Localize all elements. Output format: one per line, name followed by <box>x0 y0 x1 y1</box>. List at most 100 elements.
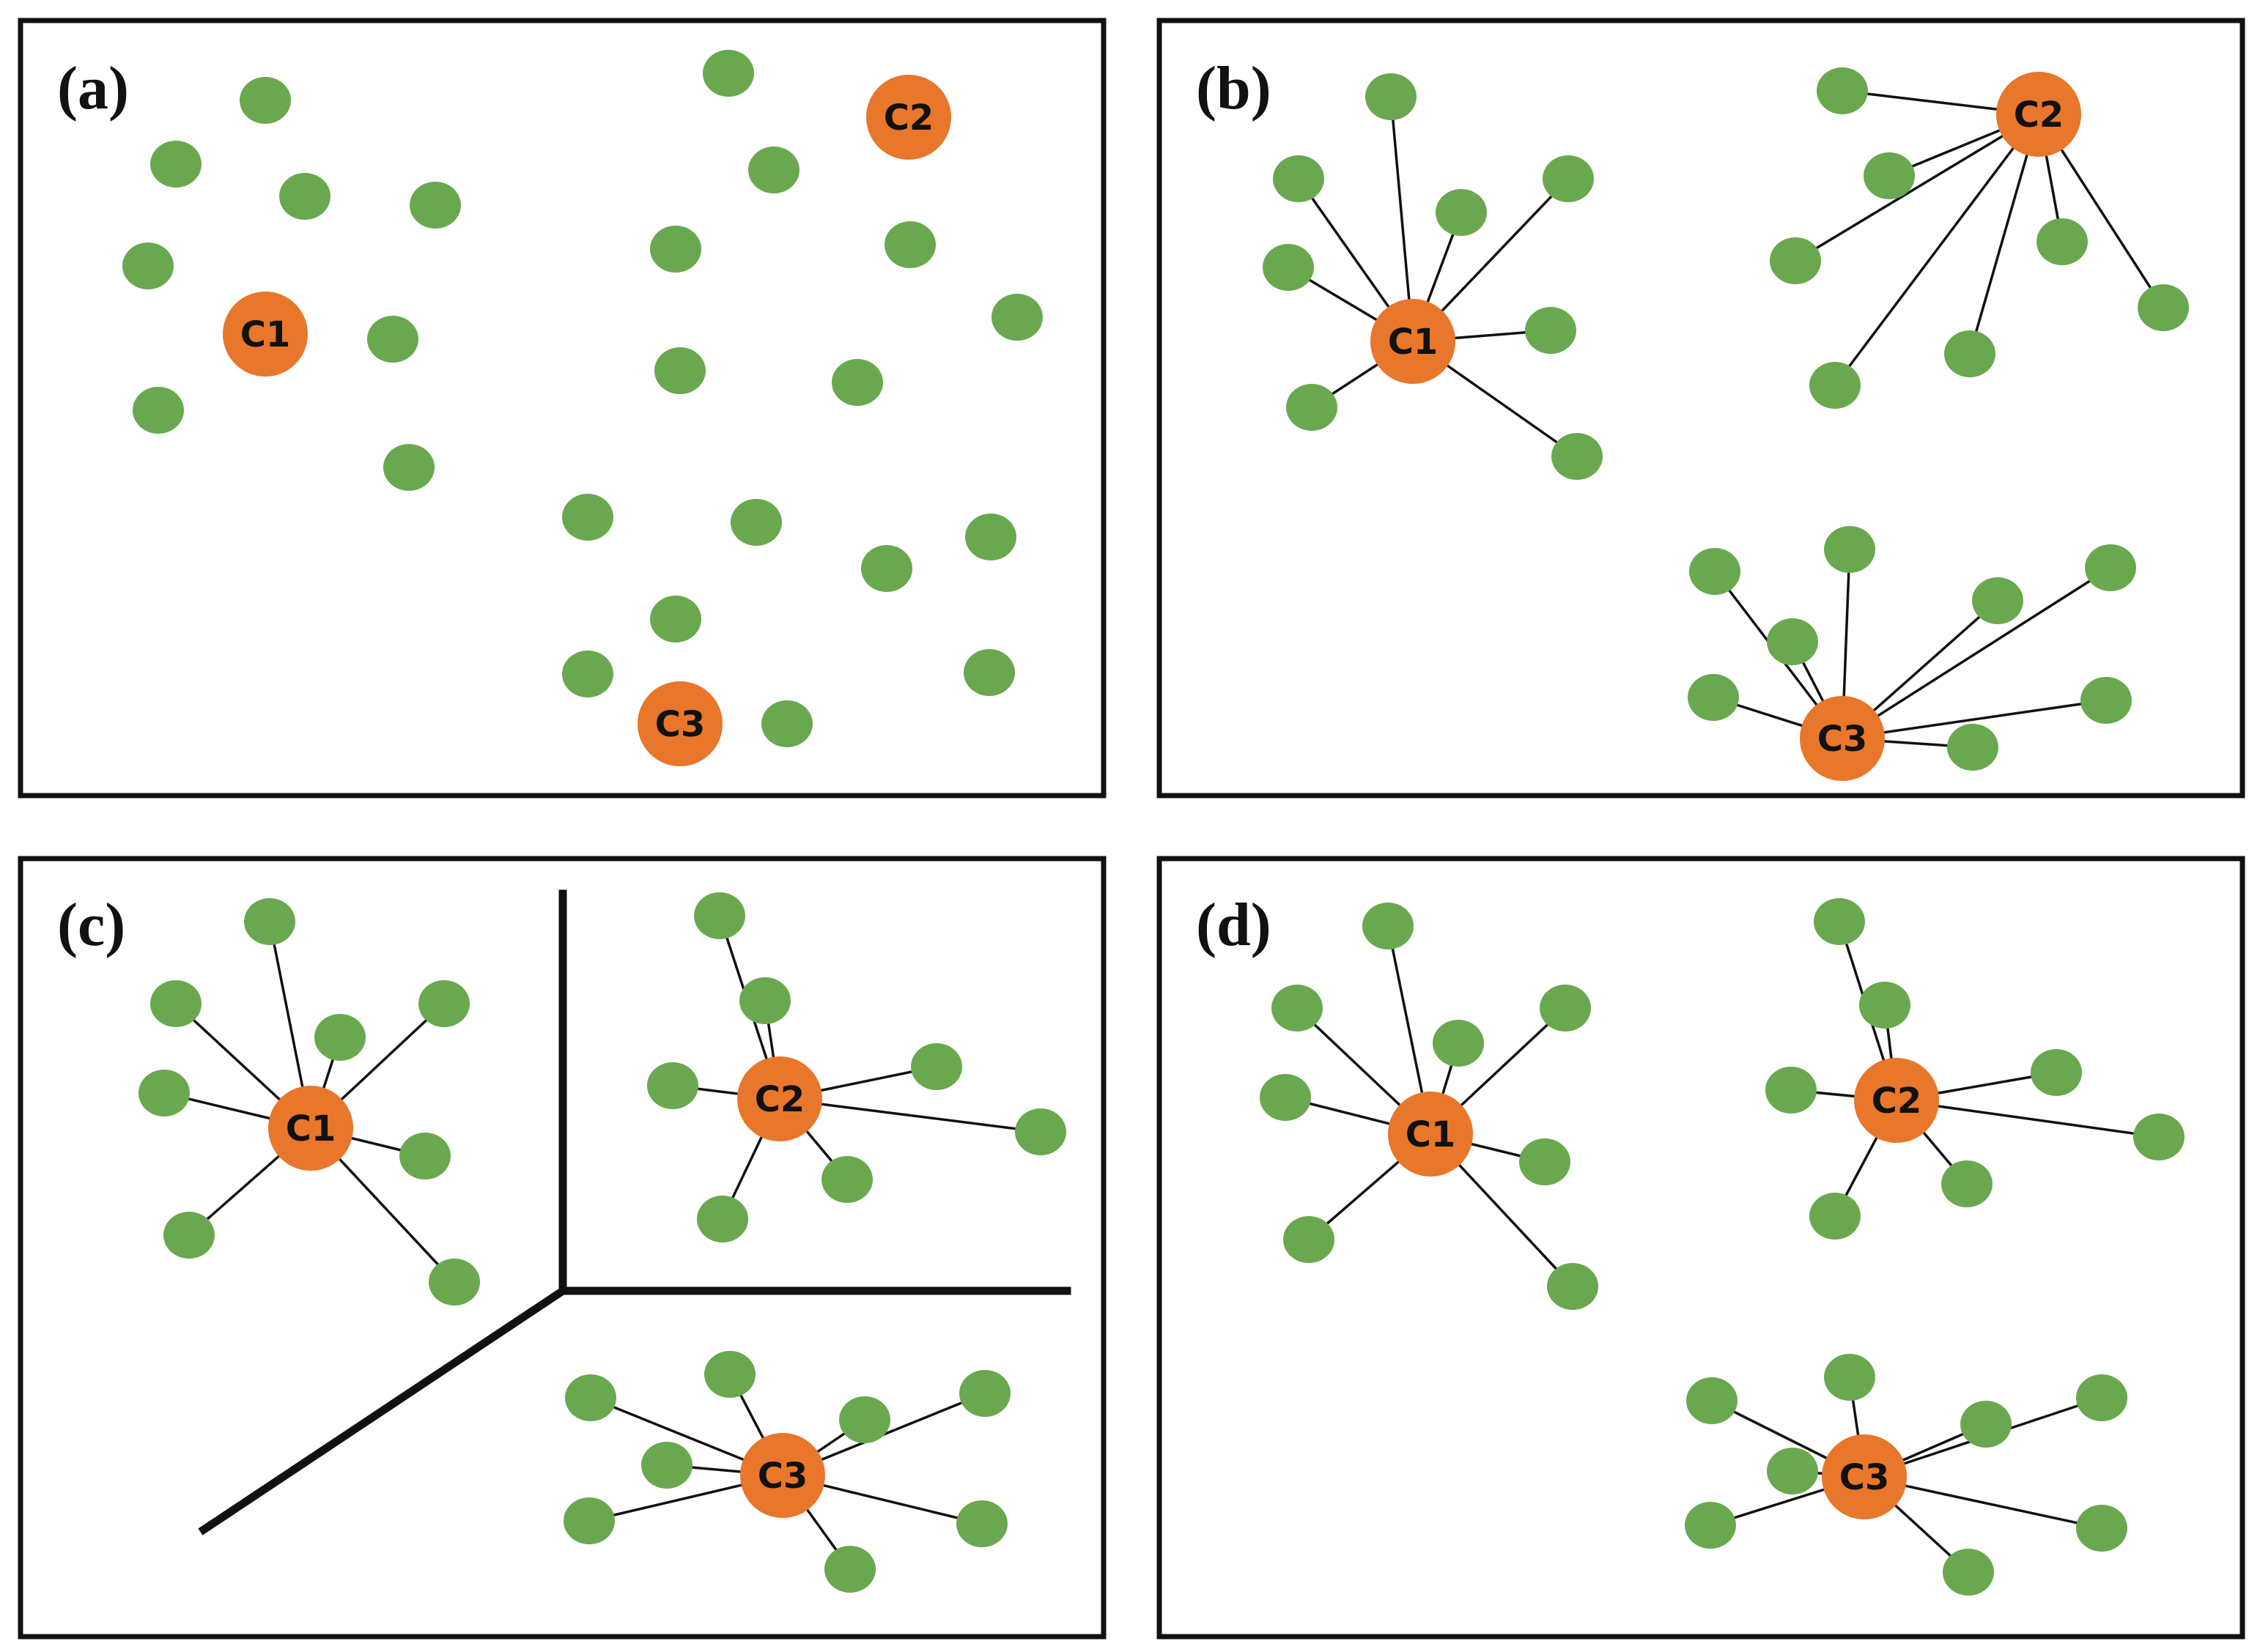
data-point <box>861 545 912 592</box>
data-point <box>383 444 435 491</box>
data-point <box>1947 724 1998 771</box>
data-point <box>956 1500 1008 1547</box>
data-point <box>367 316 418 363</box>
data-point <box>1859 982 1910 1029</box>
panel-b-label: (b) <box>1196 54 1271 122</box>
data-point <box>1941 1160 1993 1207</box>
centroid-label: C2 <box>2014 95 2064 136</box>
centroid-c3 <box>1822 1434 1907 1519</box>
centroid-label: C2 <box>755 1079 805 1120</box>
data-point <box>418 980 470 1027</box>
panel-a-label: (a) <box>57 54 129 122</box>
data-point <box>1365 73 1417 120</box>
data-point <box>1809 362 1861 409</box>
data-point <box>1286 384 1337 431</box>
cluster-edge <box>1895 1099 2160 1138</box>
panel-c-cluster-boundaries <box>198 889 1071 1536</box>
data-point <box>562 651 613 697</box>
data-point <box>410 182 461 229</box>
centroid-label: C1 <box>286 1108 336 1149</box>
data-point <box>1685 1502 1736 1549</box>
centroid-label: C1 <box>1406 1114 1456 1155</box>
data-point <box>1770 237 1821 284</box>
data-point <box>1943 1549 1994 1596</box>
data-point <box>964 649 1015 696</box>
data-point <box>1767 618 1818 665</box>
boundary-diagonal <box>198 1285 569 1536</box>
data-point <box>562 494 613 541</box>
data-point <box>2076 1374 2127 1421</box>
data-point <box>748 147 800 193</box>
centroid-label: C2 <box>884 97 934 138</box>
data-point <box>1551 433 1603 480</box>
centroid-label: C2 <box>1872 1081 1922 1122</box>
panel-d-label: (d) <box>1196 891 1271 959</box>
data-point <box>2138 284 2189 331</box>
data-point <box>697 1196 748 1242</box>
data-point <box>2133 1114 2185 1160</box>
centroid-label: C3 <box>758 1456 808 1497</box>
data-point <box>1433 1020 1484 1067</box>
data-point <box>279 173 330 220</box>
centroid-c1 <box>268 1086 353 1171</box>
data-point <box>731 499 782 546</box>
centroid-label: C3 <box>655 704 706 745</box>
centroid-c2 <box>737 1056 822 1141</box>
data-point <box>704 1351 756 1398</box>
data-point <box>1809 1193 1861 1240</box>
data-point <box>1362 903 1414 949</box>
data-point <box>1944 330 1995 377</box>
data-point <box>150 141 202 188</box>
centroid-c2 <box>866 75 951 160</box>
cluster-edge <box>778 1097 1042 1133</box>
centroid-label: C1 <box>1388 322 1439 363</box>
data-point <box>641 1442 693 1489</box>
data-point <box>139 1070 190 1116</box>
data-point <box>824 1546 876 1593</box>
data-point <box>1814 898 1865 945</box>
data-point <box>911 1043 962 1090</box>
data-point <box>821 1156 873 1203</box>
centroid-c3 <box>1800 696 1885 781</box>
data-point <box>565 1374 616 1421</box>
data-point <box>991 294 1043 341</box>
data-point <box>2085 544 2136 591</box>
data-point <box>1972 577 2023 624</box>
data-point <box>1271 985 1323 1031</box>
centroid-label: C3 <box>1839 1457 1890 1498</box>
data-point <box>429 1259 480 1305</box>
data-point <box>647 1062 698 1109</box>
centroid-c3 <box>740 1433 825 1518</box>
cluster-edge <box>1794 113 2040 262</box>
data-point <box>1767 1448 1818 1494</box>
cluster-edge <box>1841 699 2108 740</box>
data-point <box>2076 1505 2127 1552</box>
centroid-c2 <box>1996 72 2081 157</box>
cluster-edge <box>1841 566 2112 740</box>
data-point <box>1688 674 1739 721</box>
centroid-label: C1 <box>240 314 291 355</box>
data-point <box>650 596 701 642</box>
data-point <box>1824 1354 1875 1401</box>
data-point <box>1547 1263 1598 1310</box>
data-point <box>1519 1138 1570 1185</box>
data-point <box>965 514 1016 560</box>
data-point <box>2036 218 2088 265</box>
data-point <box>122 242 174 289</box>
data-point <box>1824 526 1875 573</box>
centroid-c1 <box>1370 299 1455 384</box>
panel-c-label: (c) <box>57 891 125 959</box>
data-point <box>832 359 883 406</box>
data-point <box>1015 1108 1066 1155</box>
data-point <box>739 977 791 1024</box>
centroid-c3 <box>638 681 723 766</box>
data-point <box>1263 244 1314 291</box>
data-point <box>399 1133 451 1179</box>
data-point <box>240 77 291 124</box>
data-point <box>959 1370 1011 1417</box>
